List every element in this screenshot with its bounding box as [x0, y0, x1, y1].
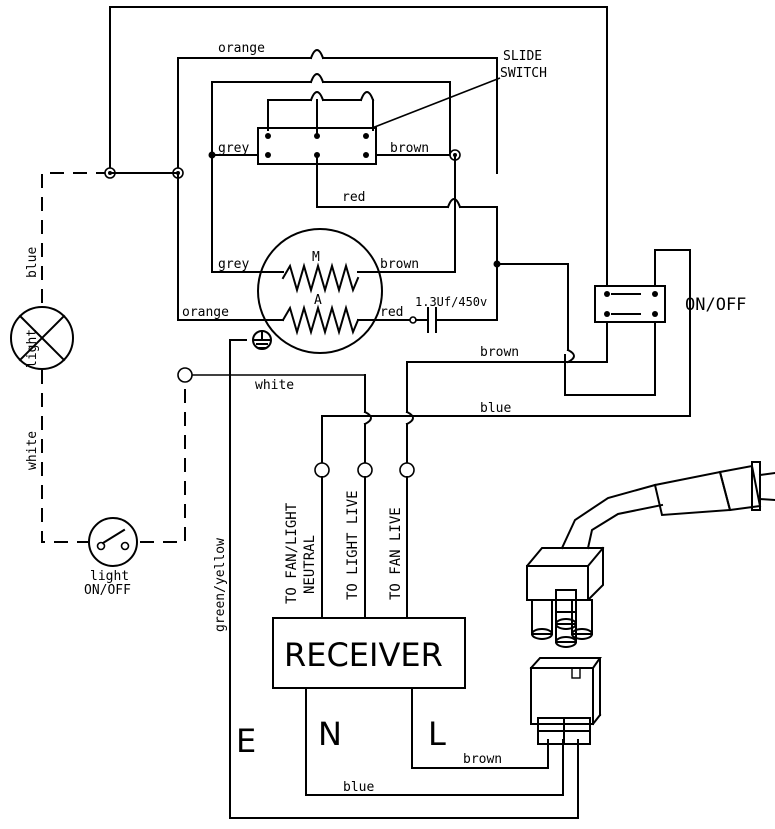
- label-brown-switch: brown: [390, 141, 429, 156]
- junction-dots: [104, 149, 501, 268]
- label-brown-bottom: brown: [463, 752, 502, 767]
- label-green-yellow: green/yellow: [213, 538, 228, 632]
- label-red-mid: red: [342, 190, 365, 205]
- label-grey-switch: grey: [218, 141, 249, 156]
- light-terminal: [177, 367, 193, 383]
- label-motor-a: A: [314, 293, 322, 308]
- label-blue-bottom: blue: [343, 780, 374, 795]
- label-brown-motor: brown: [380, 257, 419, 272]
- label-light: light: [25, 329, 40, 368]
- label-red-motor: red: [380, 305, 403, 320]
- label-to-light-live: TO LIGHT LIVE: [345, 490, 361, 600]
- label-terminal-e: E: [236, 722, 256, 760]
- label-slide-switch-1: SLIDE: [503, 49, 542, 64]
- label-to-fan-light-neutral-2: NEUTRAL: [302, 535, 318, 594]
- label-orange-motor: orange: [182, 305, 229, 320]
- receiver-box: [272, 617, 466, 689]
- label-white-vertical: white: [25, 431, 40, 470]
- label-receiver: RECEIVER: [284, 636, 443, 674]
- label-slide-switch-2: SWITCH: [500, 66, 547, 81]
- label-to-fan-light-neutral-1: TO FAN/LIGHT: [284, 502, 300, 604]
- label-on-off: ON/OFF: [685, 295, 746, 315]
- label-terminal-n: N: [318, 715, 342, 753]
- label-blue-vertical: blue: [25, 247, 40, 278]
- label-capacitor: 1.3Uf/450v: [415, 295, 487, 309]
- light-bulb-icon: [10, 306, 74, 370]
- label-orange-top: orange: [218, 41, 265, 56]
- receiver-terminal-fan-live: [399, 462, 415, 478]
- label-to-fan-live: TO FAN LIVE: [388, 507, 404, 600]
- main-supply-wire: [109, 6, 608, 287]
- motor: [177, 154, 461, 354]
- label-brown-wire: brown: [480, 345, 519, 360]
- label-motor-m: M: [312, 250, 320, 265]
- light-circuit: [41, 172, 365, 543]
- label-blue-wire: blue: [480, 401, 511, 416]
- receiver-terminal-light-live: [357, 462, 373, 478]
- label-white-wire: white: [255, 378, 294, 393]
- light-switch-icon: [88, 517, 138, 567]
- label-light-switch-1: light: [90, 569, 129, 584]
- on-off-switch: [429, 249, 691, 417]
- plug-icon: [526, 461, 775, 745]
- label-light-switch-2: ON/OFF: [84, 583, 131, 598]
- label-grey-motor: grey: [218, 257, 249, 272]
- receiver-terminal-neutral: [314, 462, 330, 478]
- slide-switch-wiring: [177, 49, 501, 321]
- label-terminal-l: L: [428, 715, 446, 753]
